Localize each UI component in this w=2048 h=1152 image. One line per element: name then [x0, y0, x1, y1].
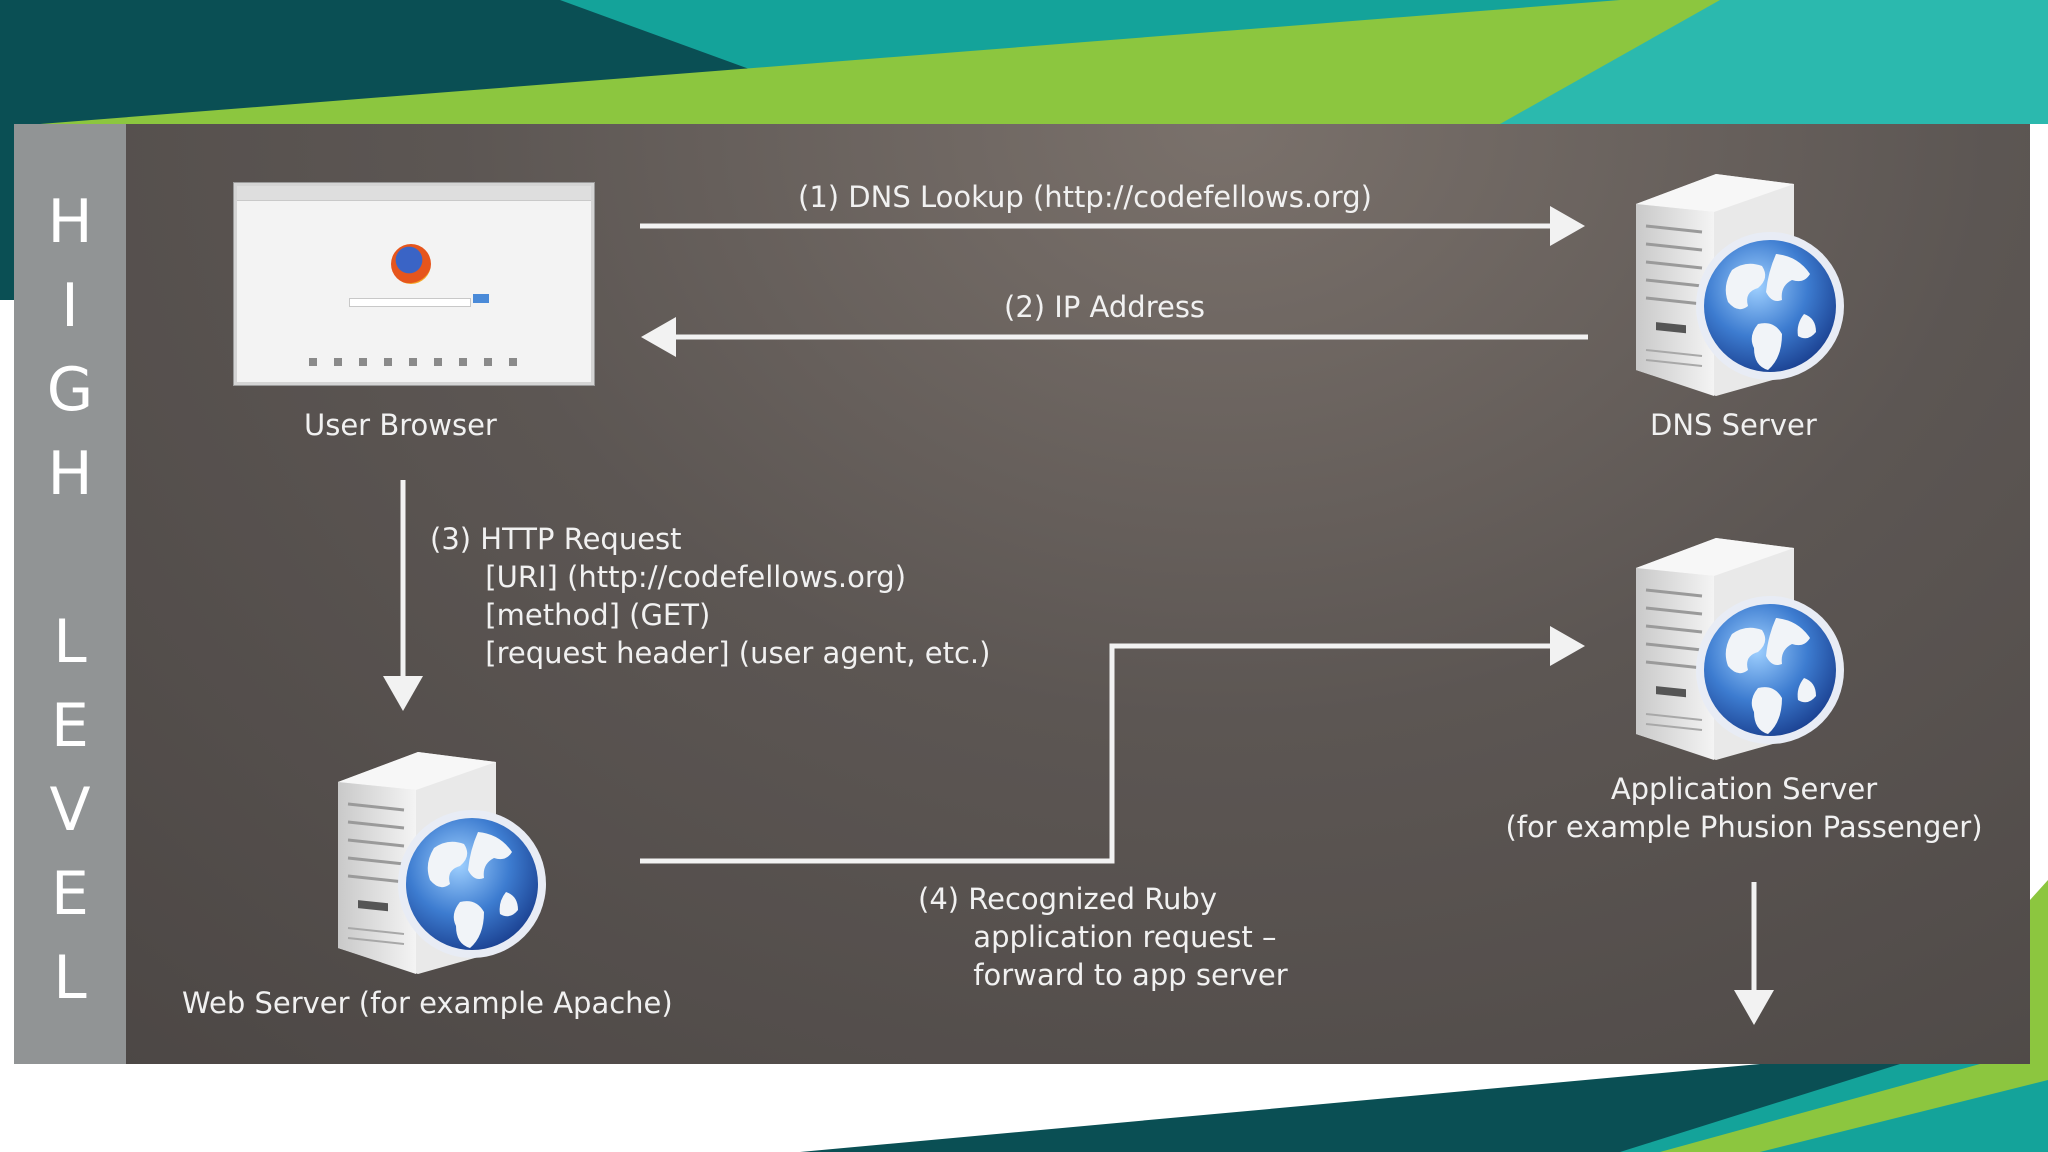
dns-server-icon	[1634, 172, 1846, 398]
application-server-label: Application Server (for example Phusion …	[1505, 772, 1983, 844]
ip-address-label: (2) IP Address	[1004, 290, 1206, 324]
side-title-letter: E	[51, 691, 89, 761]
user-browser-label: User Browser	[304, 408, 497, 442]
side-title-letter: L	[53, 943, 87, 1013]
side-title: H I G H L E V E L	[14, 180, 126, 1020]
web-server-label: Web Server (for example Apache)	[182, 986, 673, 1020]
left-dark-wedge	[0, 124, 14, 300]
right-green-wedge	[2030, 880, 2048, 1064]
side-title-letter: H	[47, 439, 93, 509]
browser-toolbar	[237, 186, 591, 201]
side-title-letter: H	[47, 187, 93, 257]
web-server-icon	[336, 750, 548, 976]
browser-shortcut-icons	[309, 358, 519, 366]
browser-search-button	[473, 294, 489, 303]
browser-search-box	[349, 298, 471, 307]
top-light-teal-band	[1500, 0, 2048, 124]
side-title-letter: G	[46, 355, 94, 425]
forward-request-label: (4) Recognized Ruby application request …	[918, 882, 1288, 992]
side-title-letter: L	[53, 607, 87, 677]
dns-server-label: DNS Server	[1650, 408, 1817, 442]
bottom-green-band	[1660, 1064, 2048, 1152]
http-request-label: (3) HTTP Request [URI] (http://codefello…	[430, 522, 991, 670]
side-title-letter: V	[49, 775, 91, 845]
side-title-bar	[14, 124, 126, 1064]
top-green-band	[40, 0, 1990, 124]
side-title-letter: E	[51, 859, 89, 929]
side-title-letter: I	[61, 271, 79, 341]
user-browser-screenshot	[234, 183, 594, 385]
forward-to-app-server-arrow	[640, 626, 1585, 864]
dns-lookup-label: (1) DNS Lookup (http://codefellows.org)	[798, 180, 1372, 214]
firefox-logo-icon	[391, 244, 431, 284]
application-server-icon	[1634, 536, 1846, 762]
